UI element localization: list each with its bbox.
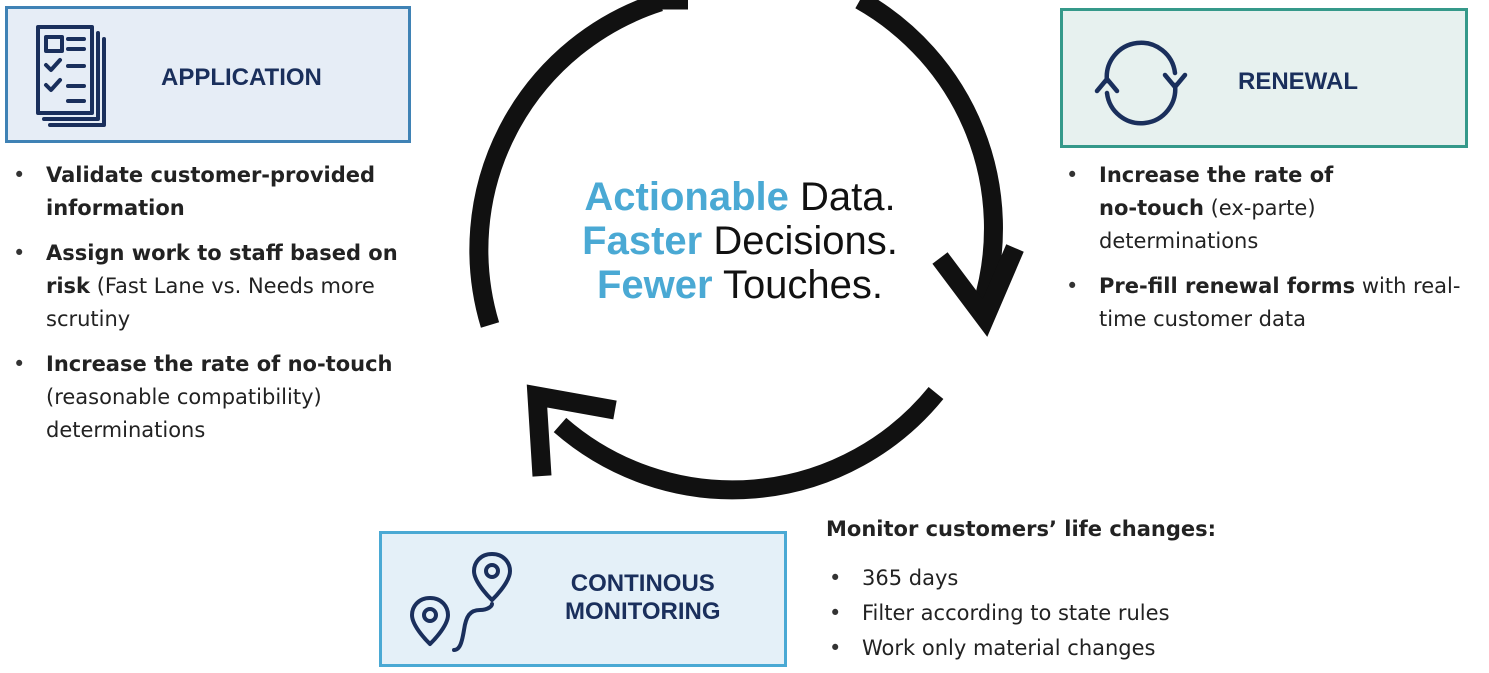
center-tagline: Actionable Data. Faster Decisions. Fewer… <box>540 175 940 307</box>
cycle-arc-top <box>469 0 663 328</box>
tagline-line-1: Actionable Data. <box>584 175 896 219</box>
list-item: Validate customer-provided information <box>10 159 376 225</box>
list-item: Filter according to state rules <box>826 597 1286 630</box>
arrowhead-bottom <box>526 384 617 477</box>
monitoring-box: CONTINOUS MONITORING <box>379 531 787 667</box>
monitoring-bullet-list: 365 days Filter according to state rules… <box>826 562 1286 667</box>
tagline-line-3: Fewer Touches. <box>596 263 884 307</box>
arrowhead-right <box>932 244 1024 337</box>
monitoring-heading: Monitor customers’ life changes: <box>826 517 1217 541</box>
application-bullet-list: Validate customer-provided information A… <box>10 159 470 459</box>
list-item: 365 days <box>826 562 1286 595</box>
cycle-arc-right <box>855 0 1003 308</box>
renewal-title: RENEWAL <box>1238 68 1358 95</box>
list-item: Assign work to staff based on risk (Fast… <box>10 237 406 336</box>
refresh-cycle-icon <box>1094 40 1188 126</box>
cycle-arc-bottom <box>553 387 944 500</box>
application-title: APPLICATION <box>161 64 322 91</box>
checklist-document-icon <box>36 25 106 127</box>
list-item: Work only material changes <box>826 632 1286 665</box>
renewal-bullet-list: Increase the rate of no-touch (ex-parte)… <box>1063 159 1488 348</box>
route-map-pin-icon <box>410 552 512 652</box>
monitoring-title: CONTINOUS MONITORING <box>565 570 721 625</box>
list-item: Pre-fill renewal forms with real-time cu… <box>1063 270 1479 336</box>
renewal-box: RENEWAL <box>1060 8 1468 148</box>
list-item: Increase the rate of no-touch (ex-parte)… <box>1063 159 1359 258</box>
list-item: Increase the rate of no-touch (reasonabl… <box>10 348 466 447</box>
tagline-line-2: Faster Decisions. <box>582 219 898 263</box>
application-box: APPLICATION <box>5 6 411 143</box>
